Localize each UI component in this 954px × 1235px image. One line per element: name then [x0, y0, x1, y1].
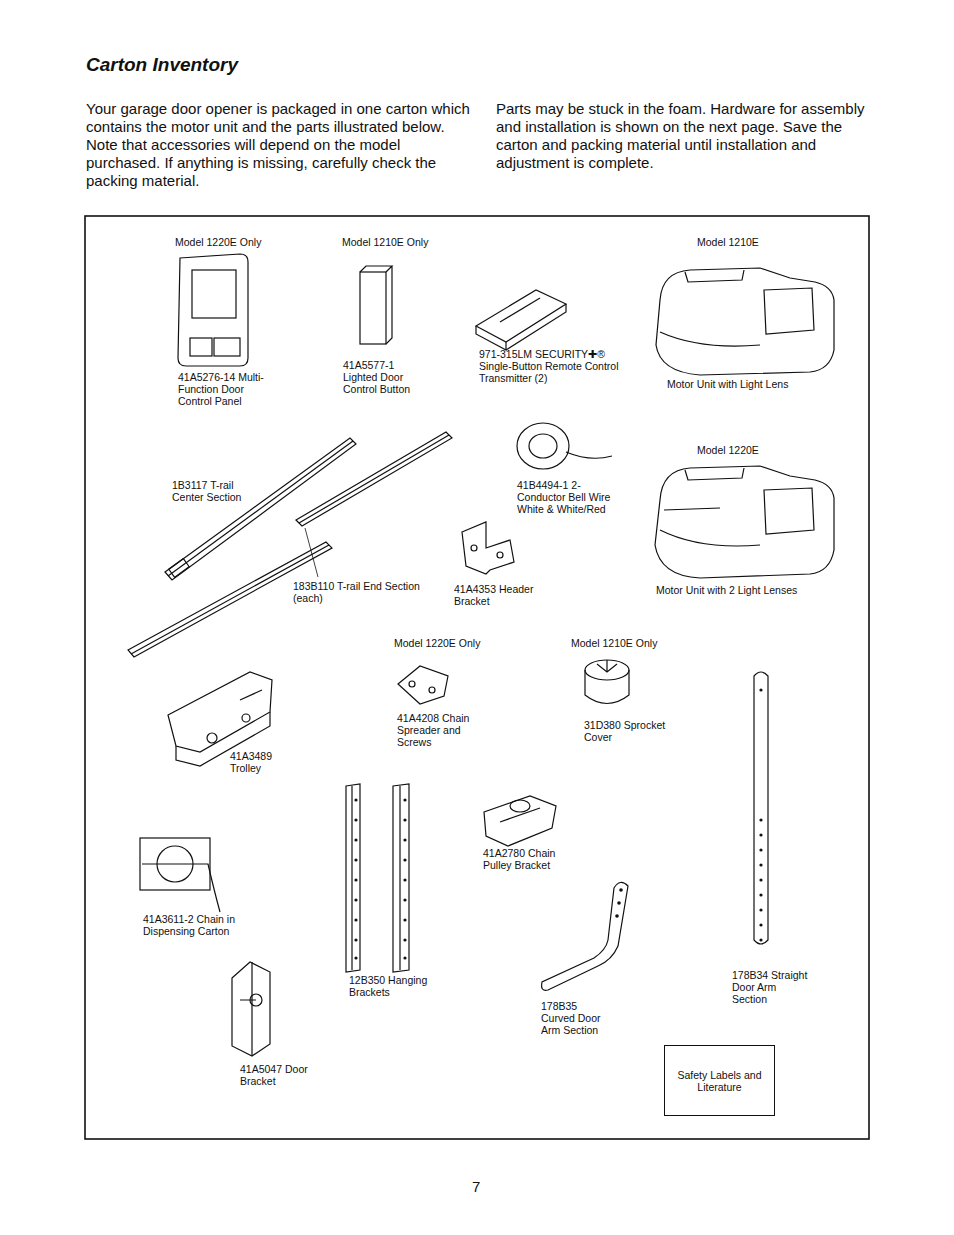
- model-note: Model 1210E: [697, 236, 797, 248]
- door-bracket: [232, 962, 270, 1056]
- bell-wire: [517, 423, 612, 469]
- part-label: 971-315LM SECURITY✚® Single-Button Remot…: [479, 348, 639, 384]
- chain-pulley-bracket: [484, 796, 556, 846]
- intro-text: Your garage door opener is packaged in o…: [86, 100, 471, 190]
- page-title: Carton Inventory: [86, 54, 238, 76]
- part-label: 41A4353 Header Bracket: [454, 583, 544, 607]
- literature-box: Safety Labels and Literature: [664, 1045, 775, 1116]
- box-text: Safety Labels and Literature: [665, 1065, 774, 1097]
- part-label: 12B350 Hanging Brackets: [349, 974, 449, 998]
- hanging-bracket: [346, 784, 409, 972]
- header-bracket: [462, 522, 514, 574]
- motor-unit: [655, 466, 834, 578]
- lighted-button: [360, 266, 392, 344]
- page-number: 7: [472, 1178, 502, 1196]
- chain-carton: [140, 838, 220, 912]
- part-label: 1B3117 T-rail Center Section: [172, 479, 252, 503]
- part-label: Motor Unit with 2 Light Lenses: [656, 584, 826, 596]
- chain-spreader: [398, 666, 448, 704]
- t-rail: [128, 432, 452, 657]
- door-control-panel: [178, 254, 248, 366]
- part-label: 31D380 Sprocket Cover: [584, 719, 669, 743]
- part-label: 41A5276-14 Multi-Function Door Control P…: [178, 371, 278, 407]
- part-label: 41A5577-1 Lighted Door Control Button: [343, 359, 423, 395]
- part-label: 41A2780 Chain Pulley Bracket: [483, 847, 563, 871]
- sprocket-cover: [585, 660, 629, 704]
- part-label: 41A5047 Door Bracket: [240, 1063, 320, 1087]
- part-label: Motor Unit with Light Lens: [667, 378, 817, 390]
- motor-unit: [656, 268, 834, 375]
- model-note: Model 1220E Only: [394, 637, 504, 649]
- straight-arm: [754, 672, 768, 944]
- part-label: 41A3489 Trolley: [230, 750, 290, 774]
- part-label: 41A4208 Chain Spreader and Screws: [397, 712, 482, 748]
- remote-transmitter: [476, 290, 566, 350]
- part-label: 41A3611-2 Chain in Dispensing Carton: [143, 913, 243, 937]
- part-label: 178B34 Straight Door Arm Section: [732, 969, 812, 1005]
- model-note: Model 1210E Only: [571, 637, 681, 649]
- part-label: 178B35 Curved Door Arm Section: [541, 1000, 611, 1036]
- part-label: 41B4494-1 2-Conductor Bell Wire White & …: [517, 479, 627, 515]
- curved-arm: [542, 882, 628, 990]
- model-note: Model 1220E: [697, 444, 797, 456]
- model-note: Model 1210E Only: [342, 236, 452, 248]
- part-label: 183B110 T-rail End Section (each): [293, 580, 433, 604]
- intro-text: Parts may be stuck in the foam. Hardware…: [496, 100, 881, 172]
- bracket-holes: [354, 688, 762, 959]
- model-note: Model 1220E Only: [175, 236, 285, 248]
- inventory-frame: [85, 216, 869, 1139]
